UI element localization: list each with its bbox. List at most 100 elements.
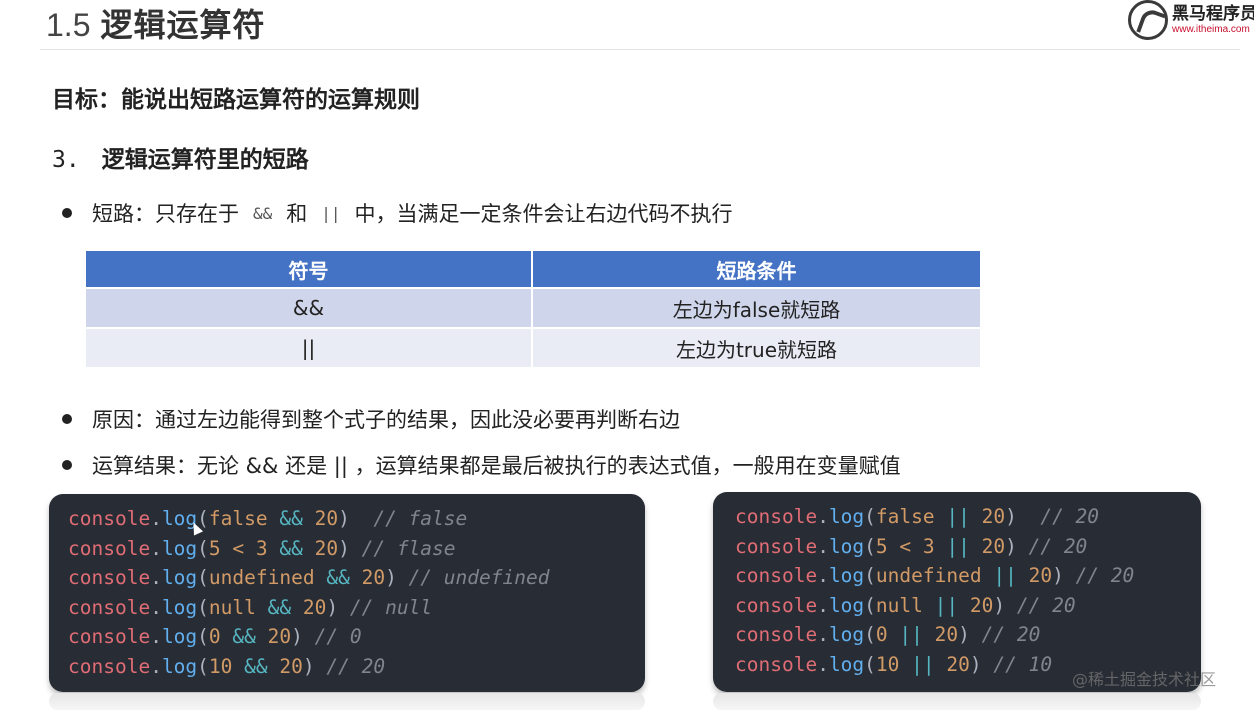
table-cell-symbol: && [86, 287, 533, 327]
bullet-short-circuit: 短路：只存在于 && 和 || 中，当满足一定条件会让右边代码不执行 [58, 198, 733, 228]
code-line: console.log(5 < 3 || 20) // 20 [735, 534, 1088, 558]
code-block-and-reflection [49, 693, 645, 710]
code-comment: // false [373, 507, 468, 530]
code-value: 20 [981, 534, 1006, 558]
code-argument: 0 [875, 623, 888, 647]
code-value: 20 [981, 505, 1006, 528]
code-object: console [735, 564, 818, 588]
code-value: 20 [934, 623, 959, 647]
code-operator: || [946, 505, 970, 528]
code-spacing [1017, 505, 1040, 528]
table-row: || 左边为true就短路 [86, 327, 980, 367]
code-line: console.log(null || 20) // 20 [735, 593, 1076, 617]
code-operator: && [326, 566, 350, 590]
code-operator: && [244, 654, 268, 678]
code-operator: && [279, 536, 303, 560]
code-spacing [1017, 535, 1029, 558]
code-function: log [161, 595, 198, 619]
code-value: 20 [314, 507, 339, 530]
bullet-dot [62, 460, 72, 470]
table-header-row: 符号 短路条件 [86, 251, 980, 287]
code-operator: || [993, 564, 1017, 588]
bullet-dot [62, 414, 72, 424]
code-spacing [1064, 564, 1076, 587]
code-argument: false [875, 505, 935, 528]
watermark: @稀土掘金技术社区 [1072, 670, 1217, 689]
table-row: && 左边为false就短路 [86, 287, 980, 327]
bullet-result: 运算结果：无论 && 还是 || ，运算结果都是最后被执行的表达式值，一般用在变… [58, 450, 901, 480]
code-operator: || [911, 652, 935, 676]
logo-name: 黑马程序员 [1172, 3, 1254, 24]
code-line: console.log(false || 20) // 20 [735, 505, 1100, 528]
code-object: console [68, 566, 151, 590]
code-value: 20 [314, 536, 339, 560]
brand-logo: 黑马程序员 www.itheima.com [1128, 0, 1254, 40]
code-argument: 10 [208, 654, 233, 678]
code-spacing [982, 653, 994, 676]
code-object: console [68, 595, 151, 619]
bullet1-joiner: 和 [286, 202, 308, 226]
section-title: 逻辑运算符里的短路 [101, 147, 309, 173]
code-value: 20 [302, 595, 327, 619]
code-comment: // 20 [326, 654, 386, 678]
code-argument: null [875, 593, 923, 617]
table-cell-condition: 左边为true就短路 [533, 327, 980, 367]
code-spacing [970, 623, 982, 646]
slide-title: 1.5 逻辑运算符 [46, 0, 266, 44]
code-comment: // undefined [408, 566, 550, 590]
logo-url: www.itheima.com [1172, 23, 1250, 35]
code-line: console.log(0 || 20) // 20 [735, 623, 1041, 647]
horse-logo-icon [1128, 0, 1168, 40]
code-line: console.log(10 && 20) // 20 [68, 654, 386, 678]
code-object: console [735, 623, 818, 647]
code-operator: || [934, 593, 959, 617]
code-argument: 5 < 3 [208, 536, 268, 560]
code-function: log [828, 534, 865, 558]
goal-text: 目标：能说出短路运算符的运算规则 [52, 87, 420, 113]
code-argument: undefined [875, 564, 982, 588]
code-value: 20 [946, 652, 970, 676]
code-object: console [735, 652, 818, 676]
code-function: log [828, 652, 865, 676]
code-spacing [350, 537, 362, 560]
table-header-condition: 短路条件 [533, 251, 980, 287]
code-function: log [828, 564, 865, 588]
code-line: console.log(null && 20) // null [68, 595, 433, 619]
code-argument: false [208, 507, 268, 530]
code-argument: undefined [208, 566, 315, 590]
code-spacing [397, 566, 409, 589]
bullet3-text: 运算结果：无论 && 还是 || ，运算结果都是最后被执行的表达式值，一般用在变… [92, 454, 901, 478]
code-function: log [828, 593, 865, 617]
code-function: log [161, 566, 198, 590]
bullet1-prefix: 短路：只存在于 [92, 202, 239, 226]
code-operator: || [946, 534, 970, 558]
bullet-reason: 原因：通过左边能得到整个式子的结果，因此没必要再判断右边 [58, 404, 680, 434]
code-value: 20 [267, 625, 292, 649]
section-number: 3. [52, 147, 80, 173]
code-comment: // 20 [981, 623, 1041, 647]
table-cell-condition: 左边为false就短路 [533, 287, 980, 327]
code-value: 20 [279, 654, 303, 678]
bullet2-text: 原因：通过左边能得到整个式子的结果，因此没必要再判断右边 [92, 408, 680, 432]
code-line: console.log(0 && 20) // 0 [68, 625, 362, 649]
code-spacing [303, 625, 315, 648]
bullet-dot [62, 208, 72, 218]
code-operator: && [267, 595, 292, 619]
code-object: console [735, 505, 818, 528]
code-object: console [68, 507, 151, 530]
code-argument: 10 [875, 652, 900, 676]
code-line: console.log(undefined || 20) // 20 [735, 564, 1135, 588]
table-cell-symbol: || [86, 327, 533, 367]
code-line: console.log(undefined && 20) // undefine… [68, 566, 550, 590]
bullet1-suffix: 中，当满足一定条件会让右边代码不执行 [354, 202, 733, 226]
code-object: console [68, 654, 151, 678]
code-spacing [338, 596, 350, 619]
code-line: console.log(10 || 20) // 10 [735, 652, 1053, 676]
section-heading: 3. 逻辑运算符里的短路 [52, 140, 309, 174]
code-comment: // 10 [993, 652, 1053, 676]
code-operator: && [279, 507, 303, 530]
code-argument: 5 < 3 [875, 534, 935, 558]
code-value: 20 [1028, 564, 1053, 588]
code-line: console.log(5 < 3 && 20) // flase [68, 536, 456, 560]
